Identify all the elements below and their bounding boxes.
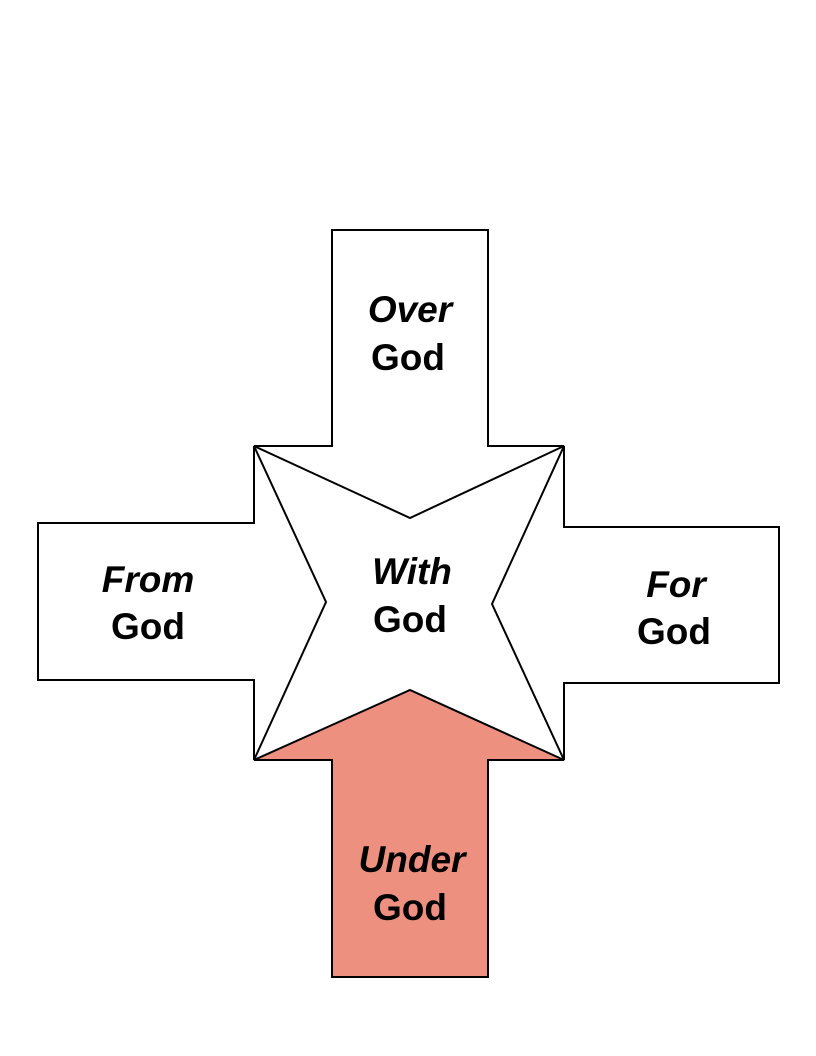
top-label-line1: Over [368,289,455,330]
top-label-line2: God [371,337,445,378]
right-label-line2: God [637,611,711,652]
right-arrow [490,445,780,761]
left-label-line1: From [102,559,195,600]
bottom-label-line2: God [373,887,447,928]
top-arrow [253,229,565,520]
bottom-arrow [253,688,565,978]
right-label-line1: For [646,564,708,605]
bottom-label-line1: Under [359,839,469,880]
center-label-line2: God [373,599,447,640]
left-arrow [37,445,328,761]
left-label-line2: God [111,606,185,647]
center-label-line1: With [372,551,452,592]
